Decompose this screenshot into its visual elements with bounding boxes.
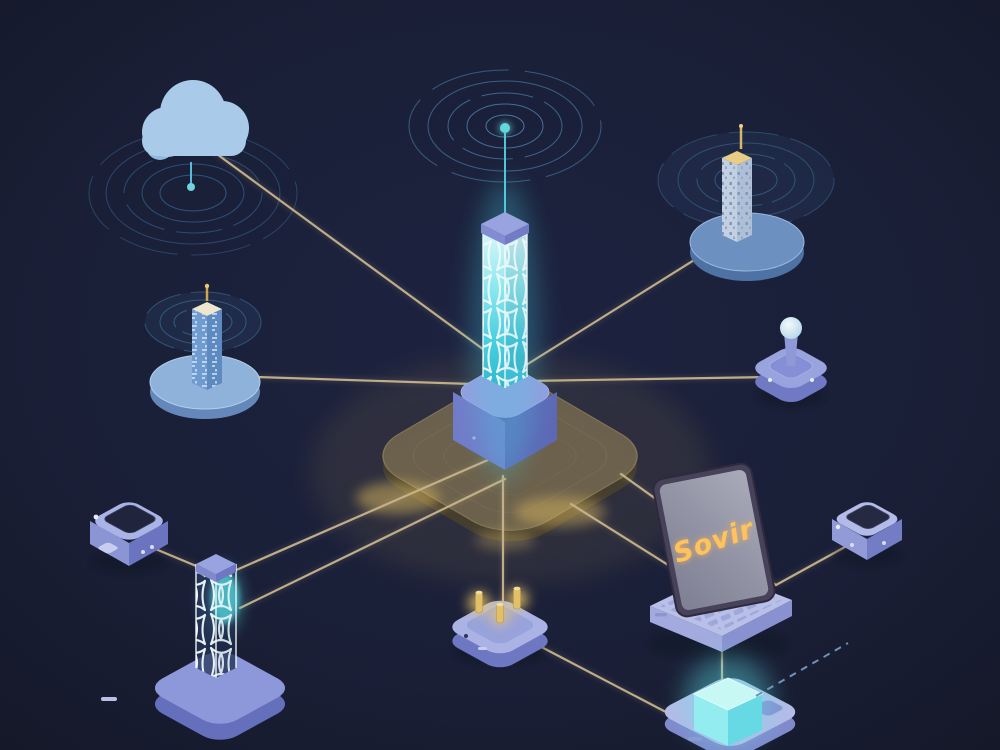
relay-tower-west [149,283,261,419]
tower-sw-base [154,652,286,724]
relay-w-cap [192,302,222,316]
cloud-icon [142,80,249,160]
laptop-terminal: Sovir Sovir [648,462,792,659]
lattice-tower-southwest [101,554,286,740]
pin-connector-module [452,586,548,668]
joystick-ball [780,317,802,339]
glowing-data-cube [664,656,796,750]
broadcast-dot [500,123,510,133]
laptop-screen: Sovir Sovir [652,462,776,618]
connector-pins [468,586,528,625]
dashed-link [755,642,849,697]
relay-ne-cap [722,151,752,165]
cloud-antenna-dot [187,183,195,191]
relay-tower-northeast [689,124,805,281]
device-east-screen [846,505,890,529]
edge-device-west [90,502,168,573]
platform-corner-glow [514,497,606,527]
central-signal-tower [453,180,557,480]
device-west-screen [104,504,156,534]
edge-device-east [832,502,902,565]
joystick-stick [784,333,798,366]
joystick-controller [755,317,827,407]
